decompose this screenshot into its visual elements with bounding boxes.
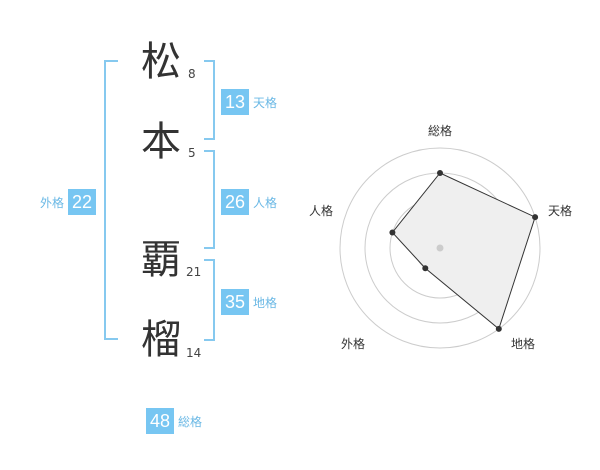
jinkaku-value: 26: [221, 189, 249, 215]
radar-point-gaikaku: [422, 265, 429, 272]
chikaku-badge: 35 地格: [221, 289, 277, 315]
jinkaku-bracket: [204, 150, 215, 249]
radar-ring: [339, 147, 541, 349]
radar-label-soukaku: 総格: [428, 124, 453, 138]
radar-point-jinkaku: [389, 229, 396, 236]
chikaku-value: 35: [221, 289, 249, 315]
jinkaku-label: 人格: [253, 195, 278, 210]
jinkaku-badge: 26 人格: [221, 189, 277, 215]
soukaku-value: 48: [146, 408, 174, 434]
radar-point-tenkaku: [532, 214, 539, 221]
name-char-3: 覇: [141, 237, 181, 283]
gaikaku-label: 外格: [40, 195, 65, 210]
gaikaku-badge: 外格 22: [40, 189, 97, 215]
tenkaku-bracket: [204, 60, 215, 140]
radar-label-jinkaku: 人格: [309, 204, 334, 218]
radar-point-soukaku: [437, 170, 443, 176]
gaikaku-value: 22: [68, 189, 97, 215]
chikaku-label: 地格: [253, 295, 278, 310]
radar-label-gaikaku: 外格: [341, 337, 366, 351]
name-char-1: 松: [141, 39, 181, 85]
stroke-count-1: 8: [188, 67, 196, 81]
tenkaku-label: 天格: [253, 95, 278, 110]
stroke-count-3: 21: [186, 265, 202, 279]
radar-label-chikaku: 地格: [511, 337, 536, 351]
name-char-4: 榴: [141, 317, 181, 363]
stroke-count-2: 5: [188, 146, 196, 160]
radar-points: [389, 170, 539, 332]
stroke-count-4: 14: [186, 346, 202, 360]
radar-center-dot: [436, 244, 444, 252]
name-char-2: 本: [141, 119, 181, 165]
radar-point-chikaku: [495, 325, 502, 332]
soukaku-badge: 48 総格: [146, 408, 202, 434]
gaikaku-bracket: [104, 60, 118, 340]
chikaku-bracket: [204, 259, 215, 341]
soukaku-label: 総格: [178, 414, 203, 429]
tenkaku-value: 13: [221, 89, 249, 115]
tenkaku-badge: 13 天格: [221, 89, 277, 115]
radar-area: [391, 172, 536, 330]
radar-label-tenkaku: 天格: [548, 204, 573, 218]
